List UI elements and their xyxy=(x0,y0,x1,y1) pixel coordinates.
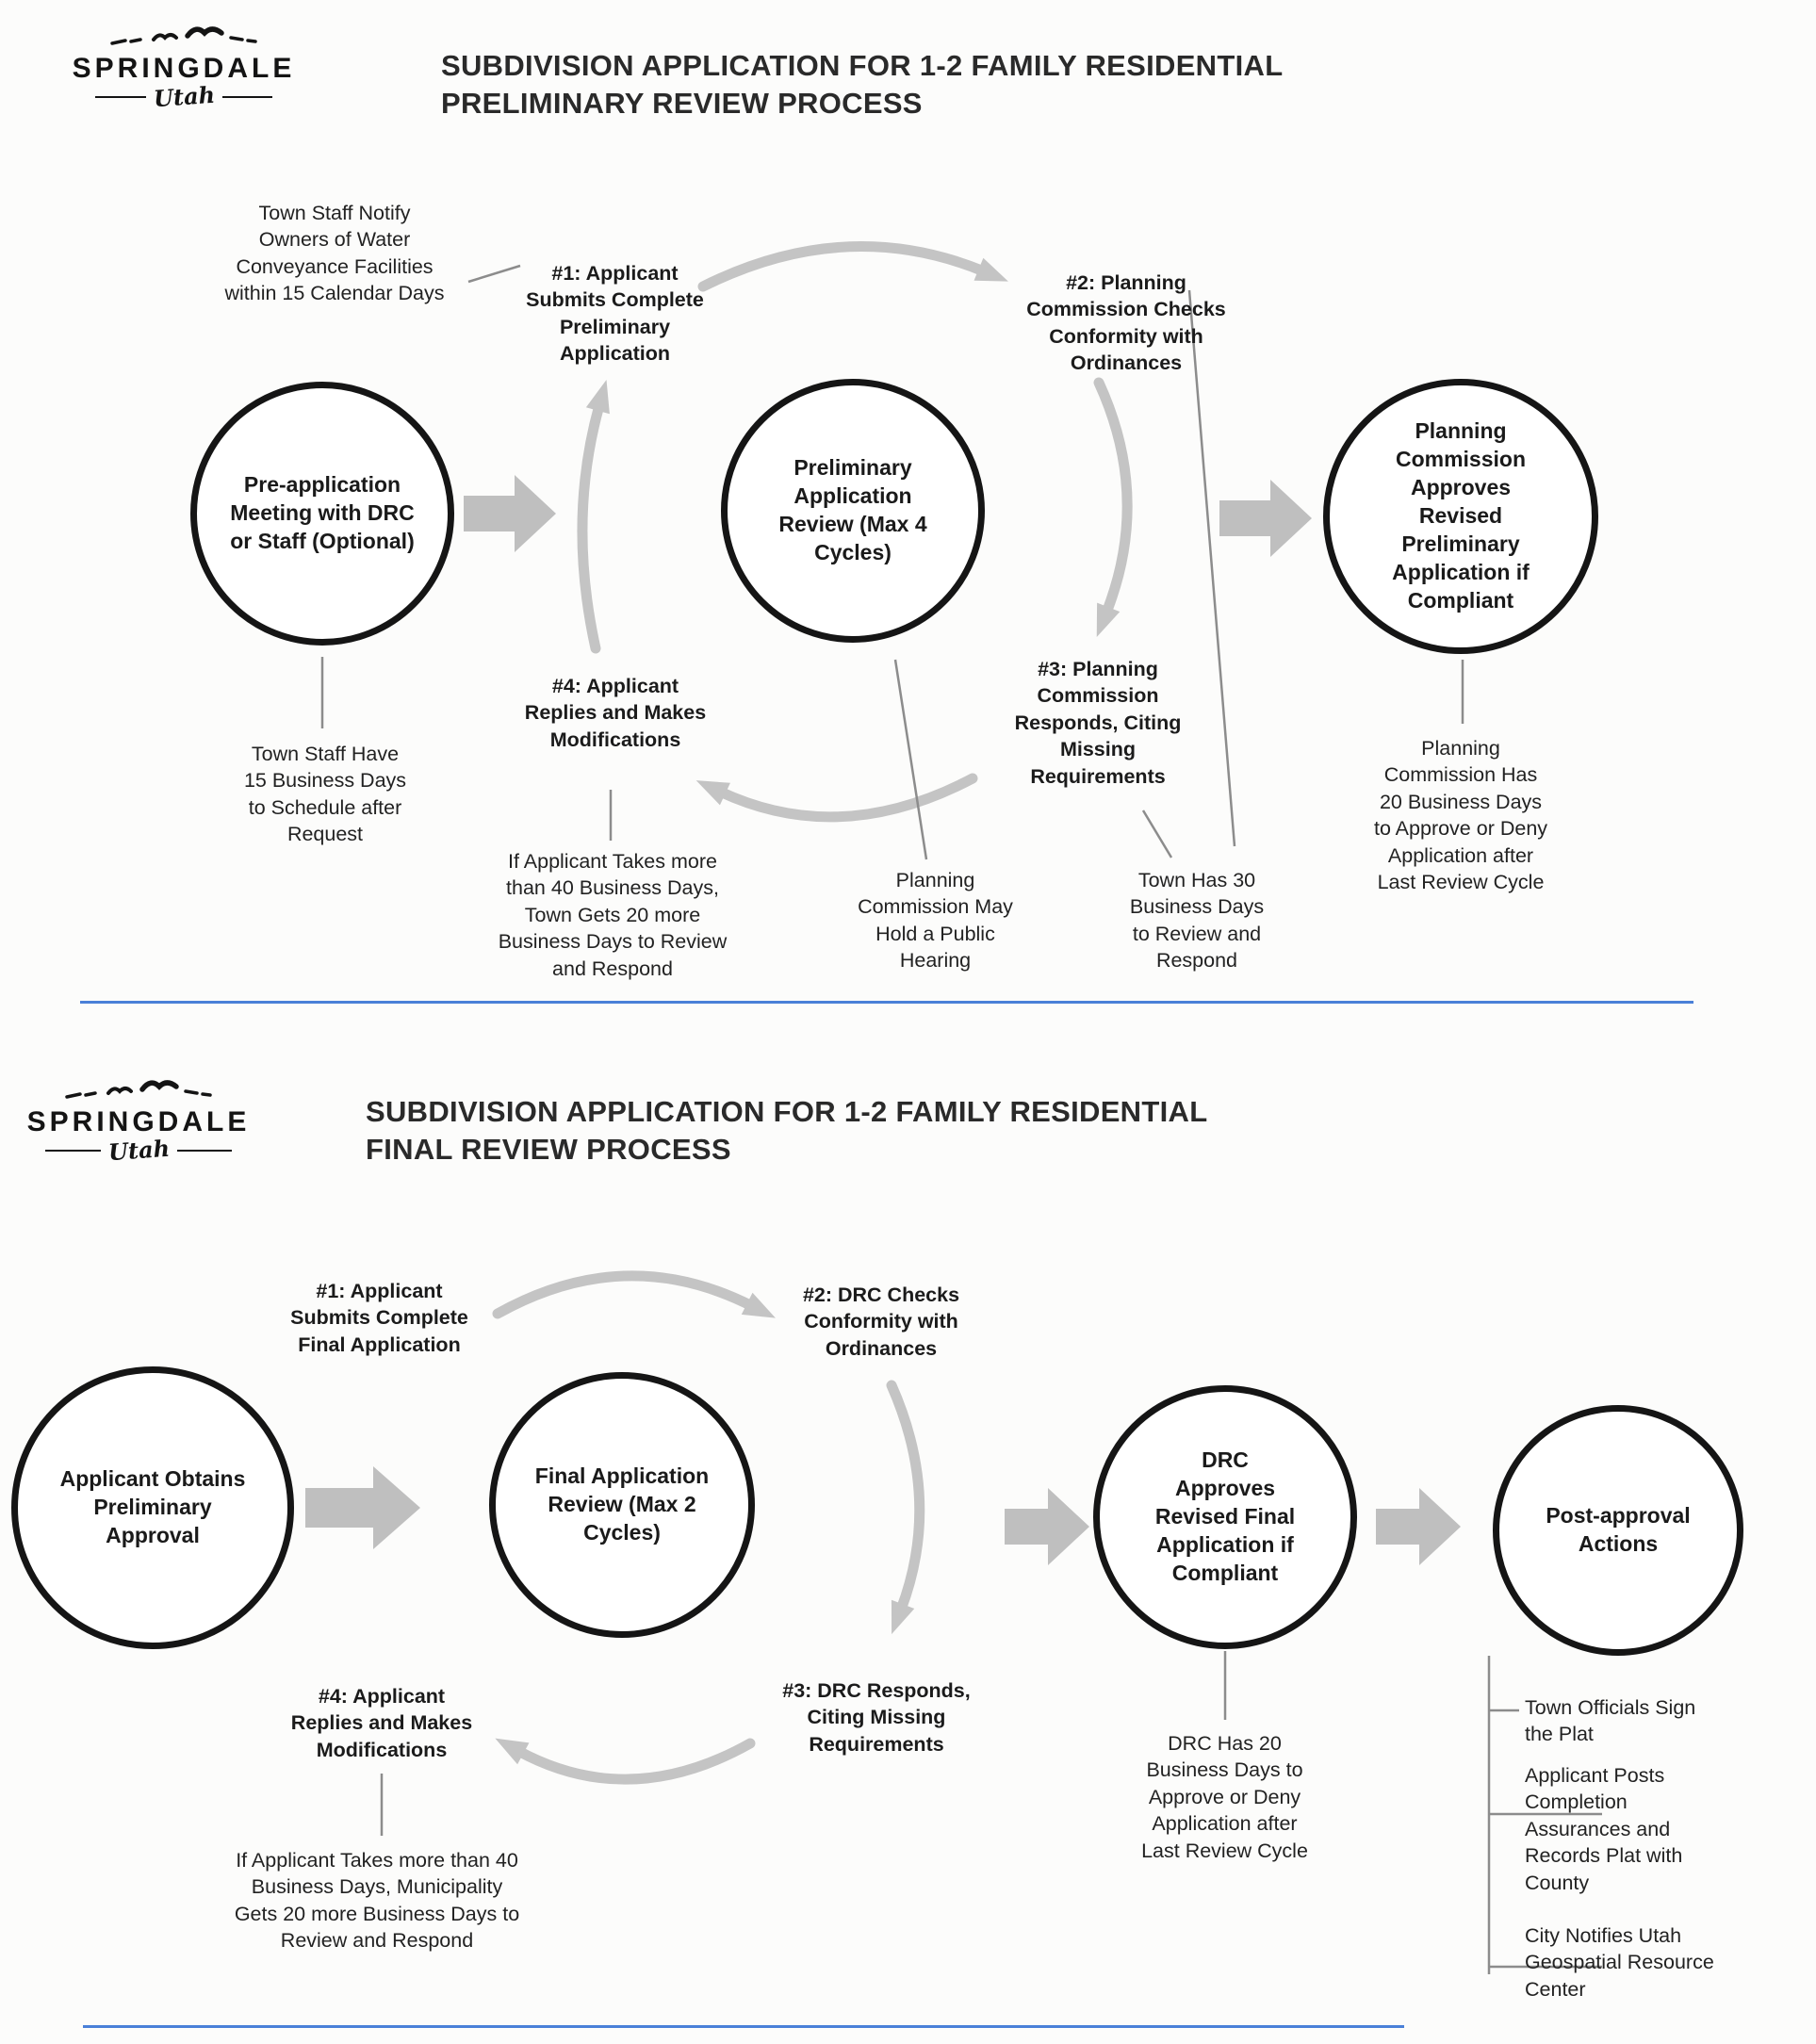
cycle-arrow-step3-to-step4 xyxy=(695,773,978,823)
logo-rule-left xyxy=(45,1149,101,1152)
connector-line-water-notice xyxy=(467,264,521,284)
birds-icon xyxy=(110,26,257,45)
springdale-logo-final: SPRINGDALE Utah xyxy=(21,1074,256,1167)
flow-circle-preliminary-review: Preliminary Application Review (Max 4 Cy… xyxy=(721,379,985,643)
final-cycle-step-1: #1: Applicant Submits Complete Final App… xyxy=(290,1280,468,1356)
flow-arrow-preapp-to-review xyxy=(464,475,556,552)
connector-line-thirty-days-note xyxy=(1141,809,1173,858)
cycle-arrow-step4-to-step1 xyxy=(577,380,610,654)
cycle-arrow-final-step1-to-step2 xyxy=(492,1270,776,1319)
cycle-arrow-step1-to-step2 xyxy=(697,241,1008,292)
title-line2-rest: REVIEW PROCESS xyxy=(652,87,923,121)
cycle-arrow-step2-to-step3 xyxy=(1093,377,1133,638)
cycle-arrow-final-step3-to-step4 xyxy=(495,1738,756,1785)
flow-arrow-drc-to-post xyxy=(1376,1488,1461,1565)
springdale-logo: SPRINGDALE Utah xyxy=(71,21,297,113)
logo-wordmark: SPRINGDALE xyxy=(72,53,296,84)
flow-circle-pc-approval: Planning Commission Approves Revised Pre… xyxy=(1323,379,1598,654)
logo-tagline: Utah xyxy=(152,80,216,113)
annotation-final-forty-days: If Applicant Takes more than 40 Business… xyxy=(234,1849,520,1953)
flow-arrow-finalreview-to-drc xyxy=(1005,1488,1089,1565)
flow-circle-label: Pre-application Meeting with DRC or Staf… xyxy=(230,472,415,553)
title-line2-rest: REVIEW PROCESS xyxy=(461,1133,731,1167)
flow-circle-pre-application: Pre-application Meeting with DRC or Staf… xyxy=(190,382,454,646)
flow-circle-final-review: Final Application Review (Max 2 Cycles) xyxy=(489,1372,755,1638)
logo-tagline: Utah xyxy=(106,1134,171,1167)
final-cycle-step-4: #4: Applicant Replies and Makes Modifica… xyxy=(290,1685,473,1761)
title-emphasis: FINAL xyxy=(366,1133,453,1167)
annotation-public-hearing: Planning Commission May Hold a Public He… xyxy=(858,869,1013,973)
title-emphasis: PRELIMINARY xyxy=(441,87,645,121)
flow-circle-label: Final Application Review (Max 2 Cycles) xyxy=(534,1464,710,1545)
title-line1: SUBDIVISION APPLICATION FOR 1-2 FAMILY R… xyxy=(366,1095,1208,1128)
flow-circle-label: DRC Approves Revised Final Application i… xyxy=(1154,1447,1296,1585)
logo-rule-right xyxy=(221,95,273,98)
logo-wordmark: SPRINGDALE xyxy=(26,1106,251,1137)
annotation-forty-days: If Applicant Takes more than 40 Business… xyxy=(498,850,728,980)
annotation-schedule: Town Staff Have 15 Business Days to Sche… xyxy=(243,743,407,846)
connector-line-review-period xyxy=(1187,289,1236,847)
logo-rule-left xyxy=(95,95,146,98)
divider-line-bottom xyxy=(83,2025,1404,2028)
post-action-item-notify-ugrc: City Notifies Utah Geospatial Resource C… xyxy=(1525,1924,1714,2001)
divider-line-top xyxy=(80,1001,1693,1004)
page-title-preliminary: SUBDIVISION APPLICATION FOR 1-2 FAMILY R… xyxy=(441,47,1283,123)
post-action-item-record-plat: Applicant Posts Completion Assurances an… xyxy=(1525,1764,1683,1894)
annotation-water-notice: Town Staff Notify Owners of Water Convey… xyxy=(224,202,445,305)
flow-arrow-review-to-approval xyxy=(1219,480,1312,557)
flow-circle-post-approval: Post-approval Actions xyxy=(1493,1405,1743,1656)
post-action-item-sign-plat: Town Officials Sign the Plat xyxy=(1525,1696,1696,1746)
annotation-twenty-days: Planning Commission Has 20 Business Days… xyxy=(1373,737,1548,893)
final-cycle-step-2: #2: DRC Checks Conformity with Ordinance… xyxy=(802,1284,960,1360)
flow-circle-label: Planning Commission Approves Revised Pre… xyxy=(1392,418,1530,613)
flow-arrow-obtain-to-finalreview xyxy=(305,1466,420,1549)
flow-circle-label: Applicant Obtains Preliminary Approval xyxy=(59,1466,246,1547)
title-line1: SUBDIVISION APPLICATION FOR 1-2 FAMILY R… xyxy=(441,49,1284,82)
final-cycle-step-3: #3: DRC Responds, Citing Missing Require… xyxy=(782,1679,971,1756)
flow-circle-drc-approval: DRC Approves Revised Final Application i… xyxy=(1093,1385,1357,1649)
annotation-final-twenty-days: DRC Has 20 Business Days to Approve or D… xyxy=(1141,1732,1308,1862)
page-title-final: SUBDIVISION APPLICATION FOR 1-2 FAMILY R… xyxy=(366,1093,1207,1169)
cycle-arrow-final-step2-to-step3 xyxy=(886,1380,925,1635)
flow-circle-label: Preliminary Application Review (Max 4 Cy… xyxy=(778,455,927,564)
connector-line-public-hearing-note xyxy=(893,659,928,860)
flow-circle-preliminary-approval: Applicant Obtains Preliminary Approval xyxy=(11,1366,294,1649)
cycle-step-2: #2: Planning Commission Checks Conformit… xyxy=(1026,271,1226,375)
cycle-step-3: #3: Planning Commission Responds, Citing… xyxy=(1014,658,1182,788)
cycle-step-1: #1: Applicant Submits Complete Prelimina… xyxy=(526,262,704,366)
flow-circle-label: Post-approval Actions xyxy=(1546,1503,1691,1556)
logo-rule-right xyxy=(176,1149,233,1152)
annotation-thirty-days: Town Has 30 Business Days to Review and … xyxy=(1129,869,1265,973)
birds-icon xyxy=(65,1080,212,1099)
cycle-step-4: #4: Applicant Replies and Makes Modifica… xyxy=(524,675,707,751)
